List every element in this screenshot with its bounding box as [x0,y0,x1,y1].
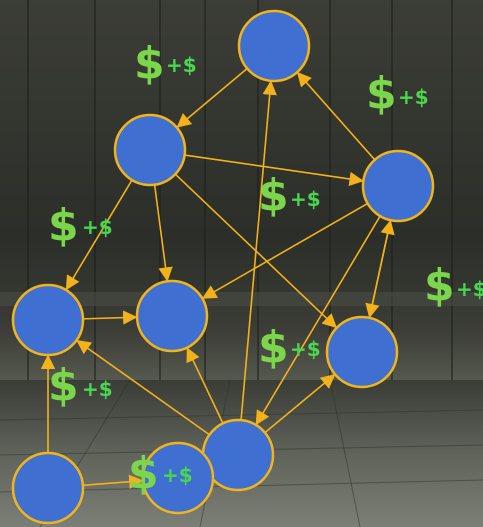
bonus-labels: $+$$+$$+$$+$$+$$+$$+$$+$ [48,38,483,499]
dollar-icon: $ [48,200,79,251]
dollar-bonus-label: $+$ [366,68,429,119]
graph-node-a[interactable] [237,9,311,83]
edge-b-e [153,184,173,282]
plus-dollar-text: +$ [82,215,113,239]
edge-b-c [184,154,364,187]
edge-g-f [264,374,336,434]
edge-c-a [296,71,376,161]
edge-b-d [65,179,133,291]
dollar-bonus-label: $+$ [48,360,113,411]
dollar-bonus-label: $+$ [258,170,321,221]
graph-node-h[interactable] [11,451,85,525]
plus-dollar-text: +$ [162,463,193,487]
graph-node-f[interactable] [325,315,399,389]
dollar-icon: $ [258,170,289,221]
plus-dollar-text: +$ [166,53,197,77]
plus-dollar-text: +$ [82,377,113,401]
plus-dollar-text: +$ [290,337,321,361]
edge-c-g [255,215,381,426]
dollar-icon: $ [48,360,79,411]
graph-node-d[interactable] [11,283,85,357]
edge-h-i [82,474,144,489]
graph-node-i[interactable] [141,441,215,515]
edge-g-d [76,340,210,436]
dollar-bonus-label: $+$ [424,260,483,311]
dollar-icon: $ [258,322,289,373]
edge-g-e [186,347,224,424]
edge-a-b [176,67,248,128]
edge-d-e [82,310,138,325]
plus-dollar-text: +$ [290,187,321,211]
plus-dollar-text: +$ [456,277,483,301]
edge-g-a [240,80,277,421]
dollar-icon: $ [424,260,455,311]
edge-c-e [201,202,369,299]
plus-dollar-text: +$ [398,85,429,109]
dollar-bonus-label: $+$ [128,448,193,499]
graph-node-c[interactable] [361,149,435,223]
graph-node-e[interactable] [135,279,209,353]
graph-edges [40,67,395,489]
dollar-icon: $ [134,38,165,89]
dollar-bonus-label: $+$ [134,38,197,89]
graph-node-b[interactable] [113,113,187,187]
dollar-icon: $ [366,68,397,119]
edge-f-c [368,219,395,318]
dollar-icon: $ [128,448,159,499]
dollar-bonus-label: $+$ [48,200,113,251]
graph-nodes [11,9,435,525]
dollar-bonus-label: $+$ [258,322,321,373]
